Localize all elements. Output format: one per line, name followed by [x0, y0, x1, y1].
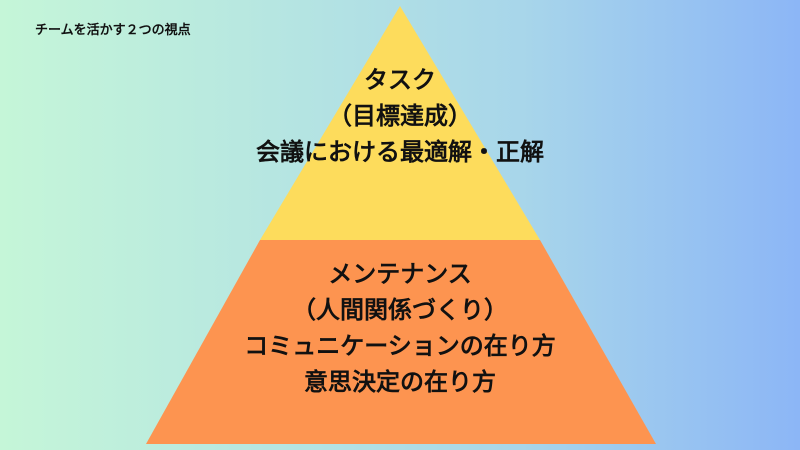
top-tier-line: 会議における最適解・正解 — [256, 138, 544, 166]
bottom-tier-label: メンテナンス （人間関係づくり） コミュニケーションの在り方 意思決定の在り方 — [0, 256, 800, 400]
pyramid-bottom-tier — [146, 240, 656, 444]
pyramid-top-tier — [260, 6, 540, 240]
top-tier-line: （目標達成） — [328, 102, 472, 130]
bottom-tier-line: （人間関係づくり） — [292, 296, 508, 324]
bottom-tier-line: コミュニケーションの在り方 — [244, 332, 556, 360]
page-title: チームを活かす２つの視点 — [35, 23, 191, 38]
top-tier-line: タスク — [364, 66, 436, 94]
bottom-tier-line: メンテナンス — [328, 260, 472, 288]
top-tier-label: タスク （目標達成） 会議における最適解・正解 — [0, 62, 800, 170]
bottom-tier-line: 意思決定の在り方 — [304, 368, 496, 396]
